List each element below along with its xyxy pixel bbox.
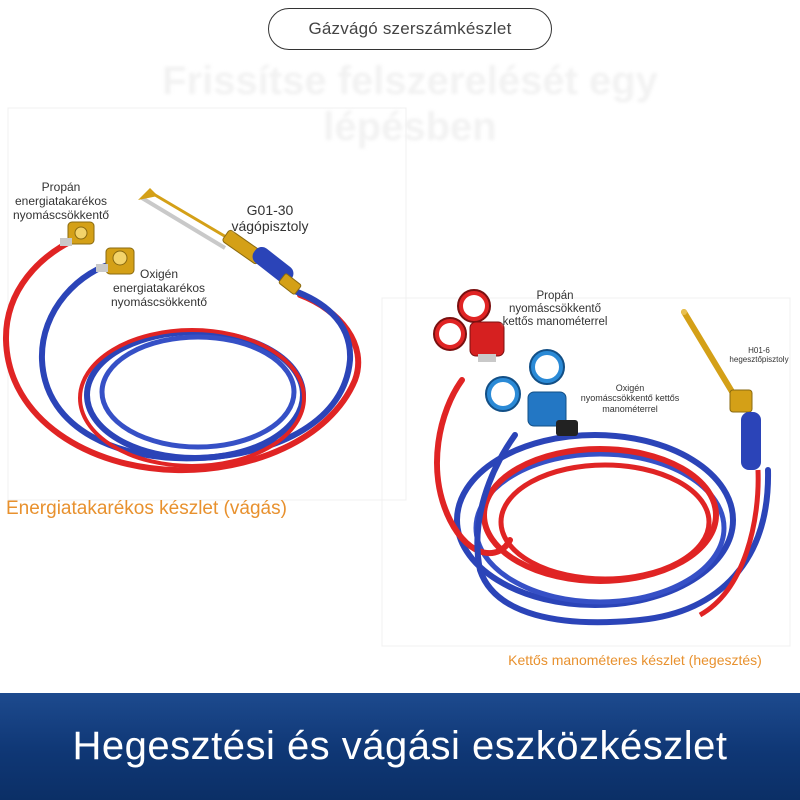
category-pill: Gázvágó szerszámkészlet: [268, 8, 552, 50]
category-pill-label: Gázvágó szerszámkészlet: [308, 19, 512, 38]
left-propane-regulator: [60, 221, 95, 246]
label-right-propane-regulator: Propán nyomáscsökkentő kettős manométerr…: [502, 290, 608, 329]
label-right-welding-torch: H01-6 hegesztőpisztoly: [729, 346, 789, 365]
left-kit-caption: Energiatakarékos készlet (vágás): [6, 498, 287, 519]
label-left-cutting-torch: G01-30 vágópisztoly: [231, 202, 309, 235]
right-kit-caption: Kettős manométeres készlet (hegesztés): [508, 652, 762, 668]
right-welding-torch: [681, 309, 761, 470]
right-propane-regulator: [433, 289, 505, 362]
left-oxygen-regulator: [96, 247, 135, 275]
right-kit-illustration: [433, 289, 772, 626]
ghost-headline: Frissítse felszerelését egy lépésben: [162, 59, 658, 149]
right-oxygen-regulator: [485, 349, 578, 436]
left-kit-illustration: [2, 188, 362, 474]
right-red-hose: [434, 377, 513, 557]
footer-banner: Hegesztési és vágási eszközkészlet: [0, 693, 800, 800]
left-cutting-torch: [138, 188, 302, 295]
footer-title: Hegesztési és vágási eszközkészlet: [72, 724, 728, 768]
left-red-hose: [2, 235, 362, 474]
label-left-oxygen-regulator: Oxigén energiatakarékos nyomáscsökkentő: [110, 267, 208, 309]
label-left-propane-regulator: Propán energiatakarékos nyomáscsökkentő: [12, 180, 110, 222]
label-right-oxygen-regulator: Oxigén nyomáscsökkentő kettős manométerr…: [580, 383, 680, 414]
